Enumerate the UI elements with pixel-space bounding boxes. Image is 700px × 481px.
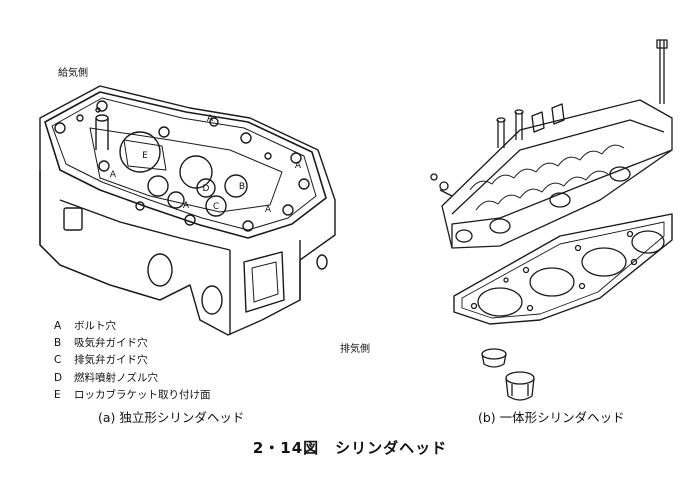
marker-a-upper-right: A: [295, 161, 302, 171]
marker-d: D: [203, 184, 210, 194]
marker-a-center: A: [183, 201, 190, 211]
figure-title: 2・14図 シリンダヘッド: [252, 439, 448, 457]
marker-b: B: [239, 182, 245, 192]
marker-e: E: [142, 151, 148, 161]
marker-a-top: A: [207, 114, 214, 124]
marker-a-right: A: [265, 205, 272, 215]
marker-c: C: [213, 202, 219, 212]
marker-a-left: A: [110, 170, 117, 180]
exhaust-side-label: 排気側: [340, 344, 370, 355]
caption-a: (a) 独立形シリンダヘッド: [98, 410, 245, 425]
caption-b: (b) 一体形シリンダヘッド: [478, 410, 625, 425]
intake-side-label: 給気側: [58, 68, 88, 79]
